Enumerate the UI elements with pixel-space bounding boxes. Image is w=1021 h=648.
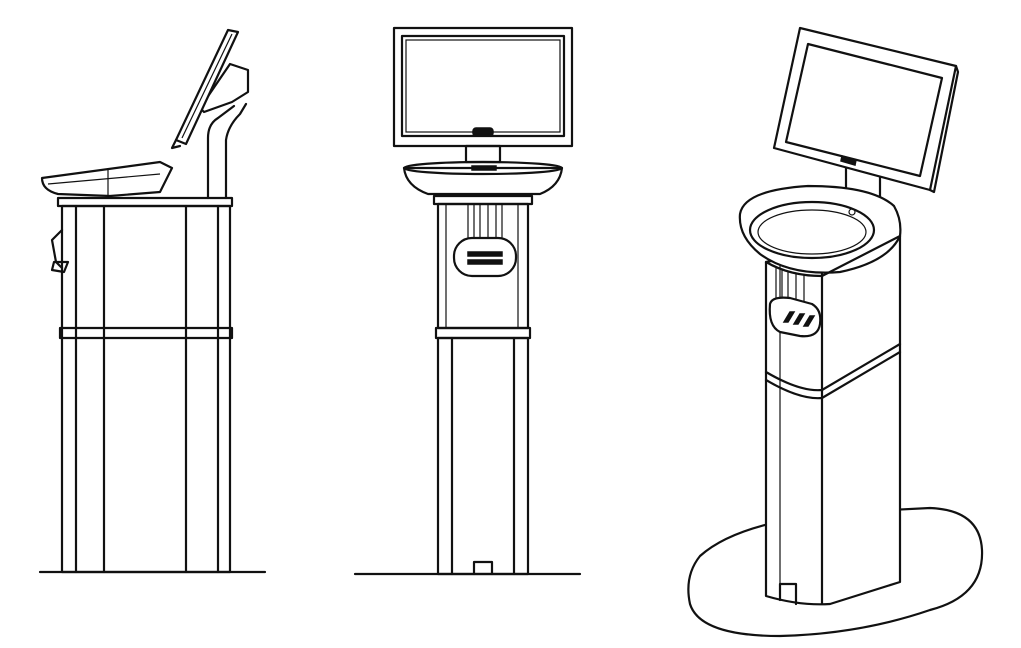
column-perspective bbox=[764, 234, 902, 606]
cable-port-front bbox=[452, 236, 518, 278]
column-side bbox=[60, 204, 232, 574]
top-plate-front bbox=[432, 194, 534, 206]
lower-column-front bbox=[436, 336, 530, 576]
kiosk-front-elevation bbox=[353, 26, 582, 576]
bowl-front bbox=[402, 166, 564, 196]
band-front bbox=[434, 326, 532, 340]
kiosk-side-elevation bbox=[38, 28, 267, 574]
cable-slot-front bbox=[472, 560, 494, 576]
neck-side bbox=[206, 104, 236, 200]
bowl-rim-perspective bbox=[748, 200, 876, 260]
band-perspective bbox=[764, 342, 902, 392]
hook-side bbox=[50, 228, 64, 270]
monitor-screen-perspective bbox=[784, 42, 944, 178]
monitor-perspective bbox=[772, 26, 958, 192]
cable-slot-perspective bbox=[778, 582, 798, 606]
bowl-perspective bbox=[738, 184, 902, 274]
monitor-button-front bbox=[472, 127, 494, 137]
kiosk-perspective bbox=[687, 26, 984, 638]
band-side bbox=[58, 326, 234, 340]
bracket-side bbox=[198, 62, 250, 114]
stem-front bbox=[464, 144, 502, 164]
top-plate-side bbox=[56, 196, 234, 208]
monitor-button-perspective bbox=[840, 155, 857, 166]
monitor-front bbox=[392, 26, 574, 148]
